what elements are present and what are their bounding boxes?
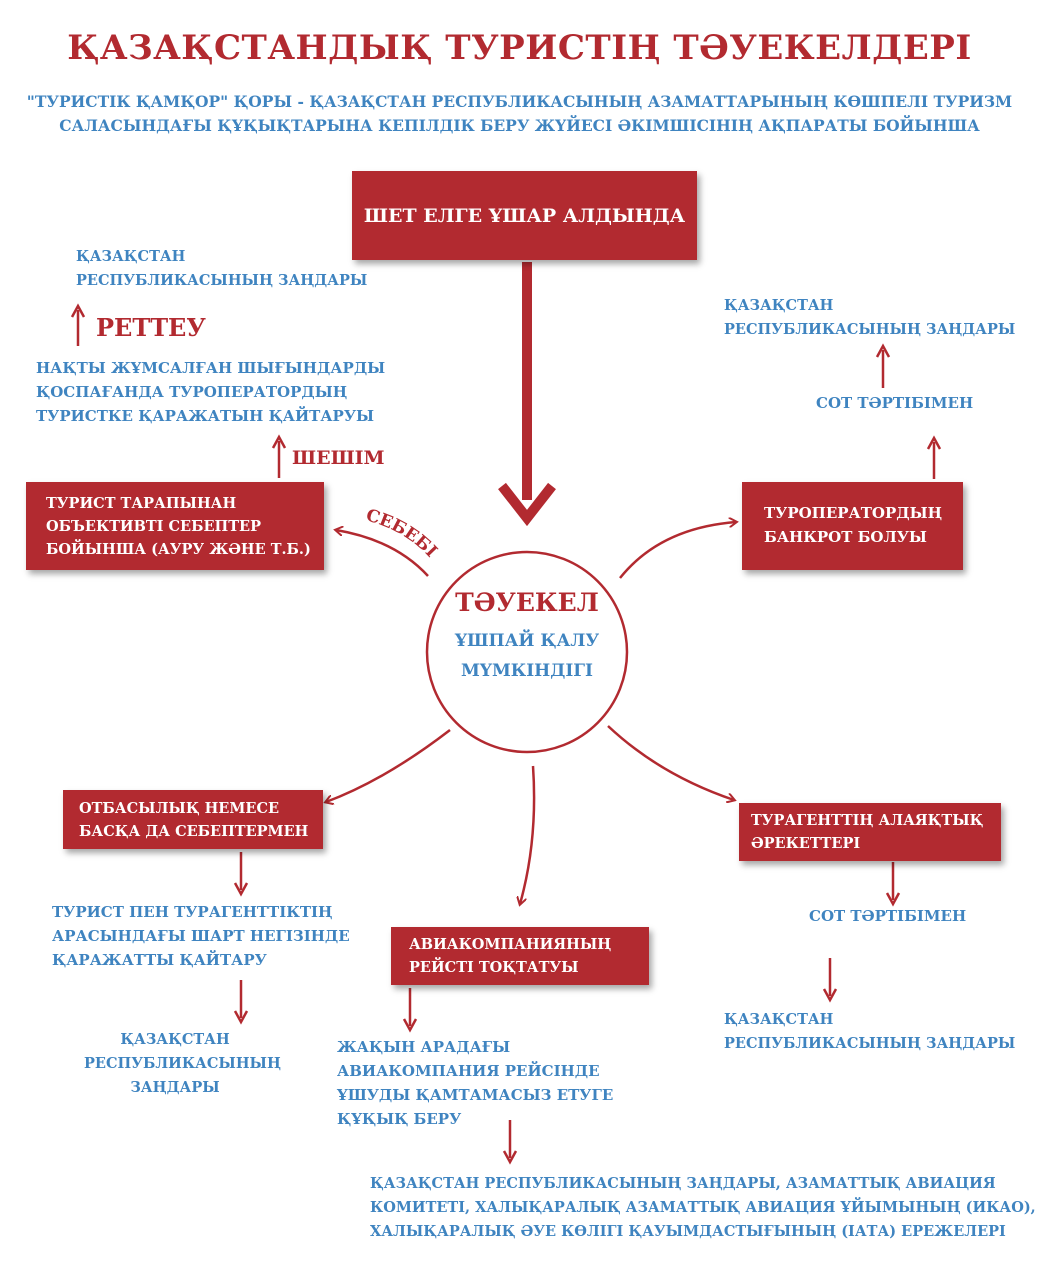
decision-line-3: ТУРИСТКЕ ҚАРАЖАТЫН ҚАЙТАРУЫ: [36, 407, 375, 425]
down-arrow-bottom-center-1: [402, 988, 418, 1033]
contract-refund-line-2: АРАСЫНДАҒЫ ШАРТ НЕГІЗІНДЕ: [52, 927, 350, 945]
decision-label: ШЕШІМ: [292, 447, 385, 469]
aviation-law-line-2: КОМИТЕТІ, ХАЛЫҚАРАЛЫҚ АЗАМАТТЫҚ АВИАЦИЯ …: [370, 1199, 1036, 1216]
left-law-text: ҚАЗАҚСТАН РЕСПУБЛИКАСЫНЫҢ ЗАҢДАРЫ: [76, 245, 367, 293]
bottom-right-law-text: ҚАЗАҚСТАН РЕСПУБЛИКАСЫНЫҢ ЗАҢДАРЫ: [724, 1008, 1015, 1056]
rebooking-line-4: ҚҰҚЫҚ БЕРУ: [337, 1110, 462, 1128]
page-title: ҚАЗАҚСТАНДЫҚ ТУРИСТІҢ ТӘУЕКЕЛДЕРІ: [67, 28, 972, 68]
objective-reasons-line-1: ТУРИСТ ТАРАПЫНАН: [46, 495, 237, 512]
arrow-to-left-box: [336, 530, 429, 577]
main-down-arrow: [498, 262, 556, 527]
aviation-law-line-3: ХАЛЫҚАРАЛЫҚ ӘУЕ КӨЛІГІ ҚАУЫМДАСТЫҒЫНЫҢ (…: [370, 1223, 1006, 1240]
bottom-left-law-line-1: ҚАЗАҚСТАН: [120, 1031, 230, 1048]
arrow-to-bottom-center-box: [520, 765, 536, 904]
subtitle-line-2: САЛАСЫНДАҒЫ ҚҰҚЫҚТАРЫНА КЕПІЛДІК БЕРУ ЖҮ…: [59, 116, 980, 135]
agent-fraud-box: ТУРАГЕНТТІҢ АЛАЯҚТЫҚ ӘРЕКЕТТЕРІ: [739, 803, 1001, 861]
bankruptcy-line-1: ТУРОПЕРАТОРДЫҢ: [764, 504, 943, 522]
rebooking-line-2: АВИАКОМПАНИЯ РЕЙСІНДЕ: [337, 1062, 600, 1080]
bottom-right-law-line-2: РЕСПУБЛИКАСЫНЫҢ ЗАҢДАРЫ: [724, 1035, 1016, 1052]
risk-line-2: МҮМКІНДІГІ: [460, 661, 593, 681]
subtitle-line-1: "ТУРИСТІК ҚАМҚОР" ҚОРЫ - ҚАЗАҚСТАН РЕСПУ…: [26, 92, 1013, 111]
up-arrow-right-court: [875, 343, 891, 388]
down-arrow-bottom-right-2: [822, 958, 838, 1003]
contract-refund-line-1: ТУРИСТ ПЕН ТУРАГЕНТТІКТІҢ: [52, 903, 333, 921]
objective-reasons-line-2: ОБЪЕКТИВТІ СЕБЕПТЕР: [46, 518, 261, 535]
down-arrow-bottom-left-2: [233, 980, 249, 1025]
decision-text: НАҚТЫ ЖҰМСАЛҒАН ШЫҒЫНДАРДЫ ҚОСПАҒАНДА ТУ…: [36, 356, 385, 428]
rebooking-line-1: ЖАҚЫН АРАДАҒЫ: [337, 1038, 511, 1056]
right-law-text: ҚАЗАҚСТАН РЕСПУБЛИКАСЫНЫҢ ЗАҢДАРЫ: [724, 294, 1015, 342]
agent-fraud-line-1: ТУРАГЕНТТІҢ АЛАЯҚТЫҚ: [751, 812, 984, 829]
objective-reasons-box: ТУРИСТ ТАРАПЫНАН ОБЪЕКТИВТІ СЕБЕПТЕР БОЙ…: [26, 482, 324, 570]
family-reasons-line-1: ОТБАСЫЛЫҚ НЕМЕСЕ: [79, 800, 280, 817]
arrow-to-right-box: [619, 522, 736, 579]
risk-circle-text: ТӘУЕКЕЛ ҰШПАЙ ҚАЛУ МҮМКІНДІГІ: [427, 586, 627, 686]
airline-cancel-line-2: РЕЙСТІ ТОҚТАТУЫ: [409, 959, 579, 976]
arrow-to-bottom-left-box: [326, 729, 451, 802]
objective-reasons-line-3: БОЙЫНША (АУРУ ЖӘНЕ Т.Б.): [46, 541, 311, 558]
airline-cancel-box: АВИАКОМПАНИЯНЫҢ РЕЙСТІ ТОҚТАТУЫ: [391, 927, 649, 985]
rebooking-line-3: ҰШУДЫ ҚАМТАМАСЫЗ ЕТУГЕ: [337, 1086, 614, 1104]
down-arrow-bottom-right-1: [885, 862, 901, 907]
contract-refund-text: ТУРИСТ ПЕН ТУРАГЕНТТІКТІҢ АРАСЫНДАҒЫ ШАР…: [52, 900, 350, 972]
aviation-law-line-1: ҚАЗАҚСТАН РЕСПУБЛИКАСЫНЫҢ ЗАҢДАРЫ, АЗАМА…: [370, 1175, 996, 1192]
down-arrow-bottom-center-2: [502, 1120, 518, 1165]
bottom-left-law-text: ҚАЗАҚСТАН РЕСПУБЛИКАСЫНЫҢ ЗАҢДАРЫ: [84, 1028, 281, 1100]
decision-line-2: ҚОСПАҒАНДА ТУРОПЕРАТОРДЫҢ: [36, 383, 348, 401]
bottom-right-law-line-1: ҚАЗАҚСТАН: [724, 1011, 834, 1028]
down-arrow-bottom-left-1: [233, 852, 249, 897]
page-subtitle: "ТУРИСТІК ҚАМҚОР" ҚОРЫ - ҚАЗАҚСТАН РЕСПУ…: [20, 90, 1019, 138]
before-flight-box: ШЕТ ЕЛГЕ ҰШАР АЛДЫНДА: [352, 171, 697, 260]
arrow-to-bottom-right-box: [607, 725, 734, 800]
bottom-right-court-text: СОТ ТӘРТІБІМЕН: [809, 907, 967, 925]
bankruptcy-line-2: БАНКРОТ БОЛУЫ: [764, 528, 927, 546]
right-court-text: СОТ ТӘРТІБІМЕН: [816, 394, 974, 412]
risk-title: ТӘУЕКЕЛ: [455, 588, 599, 617]
family-reasons-box: ОТБАСЫЛЫҚ НЕМЕСЕ БАСҚА ДА СЕБЕПТЕРМЕН: [63, 790, 323, 849]
regulation-label: РЕТТЕУ: [96, 313, 206, 342]
up-arrow-regulation: [70, 303, 86, 346]
bottom-left-law-line-3: ЗАҢДАРЫ: [130, 1079, 220, 1096]
left-law-line-2: РЕСПУБЛИКАСЫНЫҢ ЗАҢДАРЫ: [76, 272, 368, 289]
family-reasons-line-2: БАСҚА ДА СЕБЕПТЕРМЕН: [79, 823, 309, 840]
right-law-line-2: РЕСПУБЛИКАСЫНЫҢ ЗАҢДАРЫ: [724, 321, 1016, 338]
airline-cancel-line-1: АВИАКОМПАНИЯНЫҢ: [409, 936, 612, 953]
up-arrow-decision: [271, 434, 287, 478]
risk-line-1: ҰШПАЙ ҚАЛУ: [454, 631, 600, 651]
before-flight-label: ШЕТ ЕЛГЕ ҰШАР АЛДЫНДА: [363, 204, 686, 227]
right-law-line-1: ҚАЗАҚСТАН: [724, 297, 834, 314]
left-law-line-1: ҚАЗАҚСТАН: [76, 248, 186, 265]
rebooking-text: ЖАҚЫН АРАДАҒЫ АВИАКОМПАНИЯ РЕЙСІНДЕ ҰШУД…: [337, 1035, 613, 1131]
decision-line-1: НАҚТЫ ЖҰМСАЛҒАН ШЫҒЫНДАРДЫ: [36, 359, 386, 377]
agent-fraud-line-2: ӘРЕКЕТТЕРІ: [751, 835, 861, 852]
aviation-law-text: ҚАЗАҚСТАН РЕСПУБЛИКАСЫНЫҢ ЗАҢДАРЫ, АЗАМА…: [370, 1172, 1036, 1244]
tour-operator-bankruptcy-box: ТУРОПЕРАТОРДЫҢ БАНКРОТ БОЛУЫ: [742, 482, 963, 570]
risk-circle: [425, 550, 629, 754]
bottom-left-law-line-2: РЕСПУБЛИКАСЫНЫҢ: [84, 1055, 281, 1072]
contract-refund-line-3: ҚАРАЖАТТЫ ҚАЙТАРУ: [52, 951, 267, 969]
up-arrow-right-box: [926, 435, 942, 479]
